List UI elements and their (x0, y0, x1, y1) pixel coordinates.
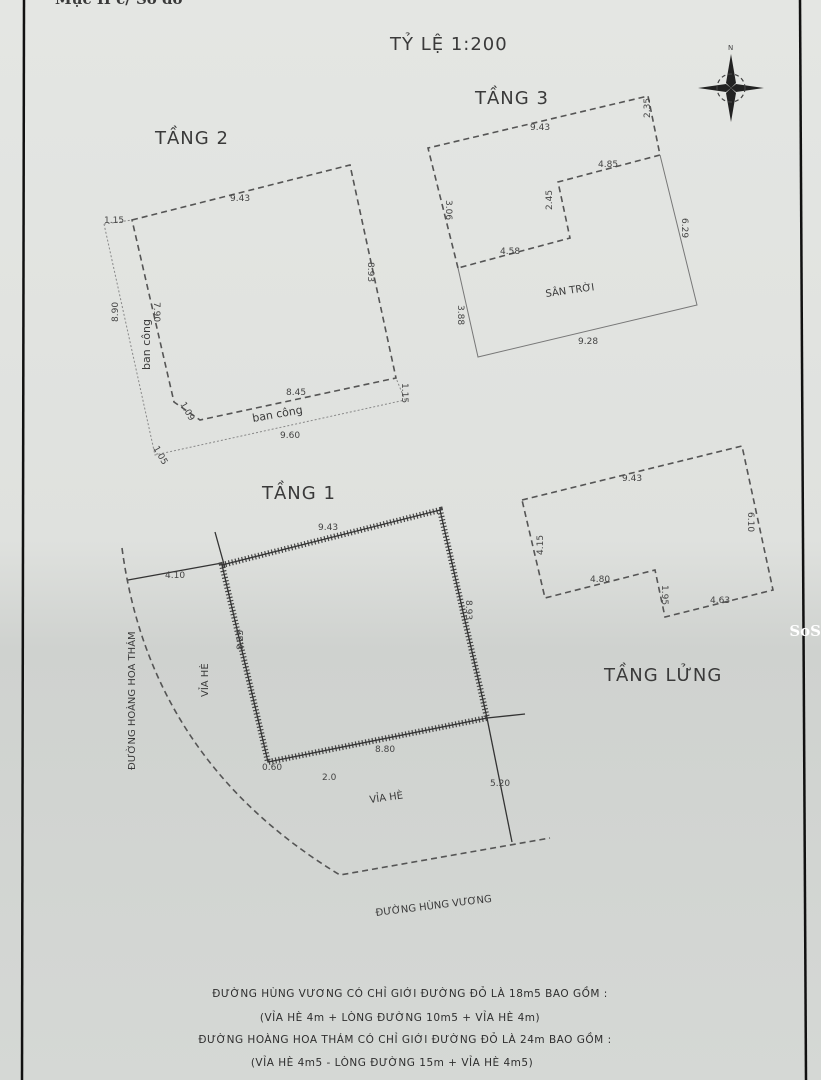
dim-label: 9.43 (530, 123, 550, 133)
dim-label: 8.80 (375, 745, 395, 755)
dim-label: 2.45 (545, 190, 555, 210)
note-line: (VỈA HÈ 4m + LÒNG ĐƯỜNG 10m5 + VỈA HÈ 4m… (260, 1010, 540, 1024)
dim-label: 0.60 (262, 763, 282, 773)
section-heading: Mục II c/ Sơ đồ (55, 0, 183, 8)
dim-label: 6.29 (679, 218, 689, 238)
note-line: ĐƯỜNG HÙNG VƯƠNG CÓ CHỈ GIỚI ĐƯỜNG ĐỎ LÀ… (212, 986, 608, 1000)
dim-label: 1.09 (177, 401, 196, 424)
floor-2-title: TẦNG 2 (154, 125, 229, 149)
dim-label: 5.20 (490, 779, 510, 789)
floor-1-plan: TẦNG 1 9.43 8.93 8.23 8.80 0.60 4.10 5.2… (121, 480, 551, 919)
dim-label: 9.43 (230, 194, 250, 204)
watermark-logo: SoS (789, 622, 821, 640)
sidewalk-label: VỈA HÈ (368, 787, 403, 806)
floor-3-plan: TẦNG 3 9.43 2.35 4.85 2.45 4.58 3.06 3.8… (427, 85, 698, 358)
scale-label: TỶ LỆ 1:200 (389, 32, 508, 55)
dim-label: 4.15 (536, 535, 546, 555)
dim-label: 4.63 (710, 596, 730, 606)
watermark-text: SoS (789, 622, 821, 640)
dim-label: 8.93 (463, 600, 473, 620)
dim-label: 8.93 (365, 262, 375, 282)
dim-label: 9.43 (318, 523, 338, 533)
dim-label: 8.23 (236, 630, 246, 650)
road-notes: ĐƯỜNG HÙNG VƯƠNG CÓ CHỈ GIỚI ĐƯỜNG ĐỎ LÀ… (198, 986, 611, 1069)
dim-label: 7.90 (151, 302, 161, 322)
mezzanine-plan: 9.43 6.10 4.15 4.80 1.95 4.63 TẦNG LỬNG (521, 445, 774, 686)
setback-dimension-line (127, 562, 223, 581)
dim-label: 2.0 (322, 773, 337, 783)
dim-label: 9.43 (622, 474, 642, 484)
dim-label: 1.95 (659, 585, 669, 605)
dim-label: 9.28 (578, 337, 598, 347)
setback-dimension-line (486, 717, 513, 843)
street-label: ĐƯỜNG HÙNG VƯƠNG (375, 892, 493, 919)
street-label: ĐƯỜNG HOÀNG HOA THÁM (125, 631, 138, 770)
dim-label: 4.58 (500, 247, 520, 257)
dim-label: 9.60 (280, 431, 300, 441)
note-line: ĐƯỜNG HOÀNG HOA THÁM CÓ CHỈ GIỚI ĐƯỜNG Đ… (198, 1032, 611, 1046)
dim-label: 3.88 (455, 305, 465, 325)
sidewalk-label: VỈA HÈ (197, 663, 211, 697)
dim-label: 8.90 (111, 302, 121, 322)
dim-label: 1.15 (104, 216, 124, 226)
floor-2-plan: TẦNG 2 9.43 1.15 8.93 1.15 8.45 9.60 ban… (103, 125, 409, 467)
floor-3-title: TẦNG 3 (474, 85, 549, 109)
right-border-line (798, 0, 808, 1080)
dim-label: 4.80 (590, 575, 610, 585)
left-border-line (20, 0, 26, 1080)
dim-label: 4.85 (598, 160, 618, 170)
dim-label: 8.45 (286, 388, 306, 398)
dim-label: 3.06 (443, 200, 453, 220)
north-arrow-compass-icon: N (698, 44, 764, 122)
dim-label: 6.10 (745, 512, 755, 532)
dim-label: 4.10 (165, 571, 185, 581)
svg-text:N: N (728, 44, 733, 52)
mezzanine-title: TẦNG LỬNG (603, 662, 722, 686)
dim-label: 2.35 (643, 98, 653, 118)
dim-label: 1.05 (150, 445, 169, 467)
dim-label: 1.15 (399, 383, 409, 403)
balcony-label: ban công (140, 319, 153, 370)
floor-1-title: TẦNG 1 (261, 480, 336, 504)
property-arc-line (121, 547, 551, 876)
terrace-label: SÂN TRỜI (545, 280, 596, 300)
note-line: (VỈA HÈ 4m5 - LÒNG ĐƯỜNG 15m + VỈA HÈ 4m… (251, 1055, 533, 1069)
